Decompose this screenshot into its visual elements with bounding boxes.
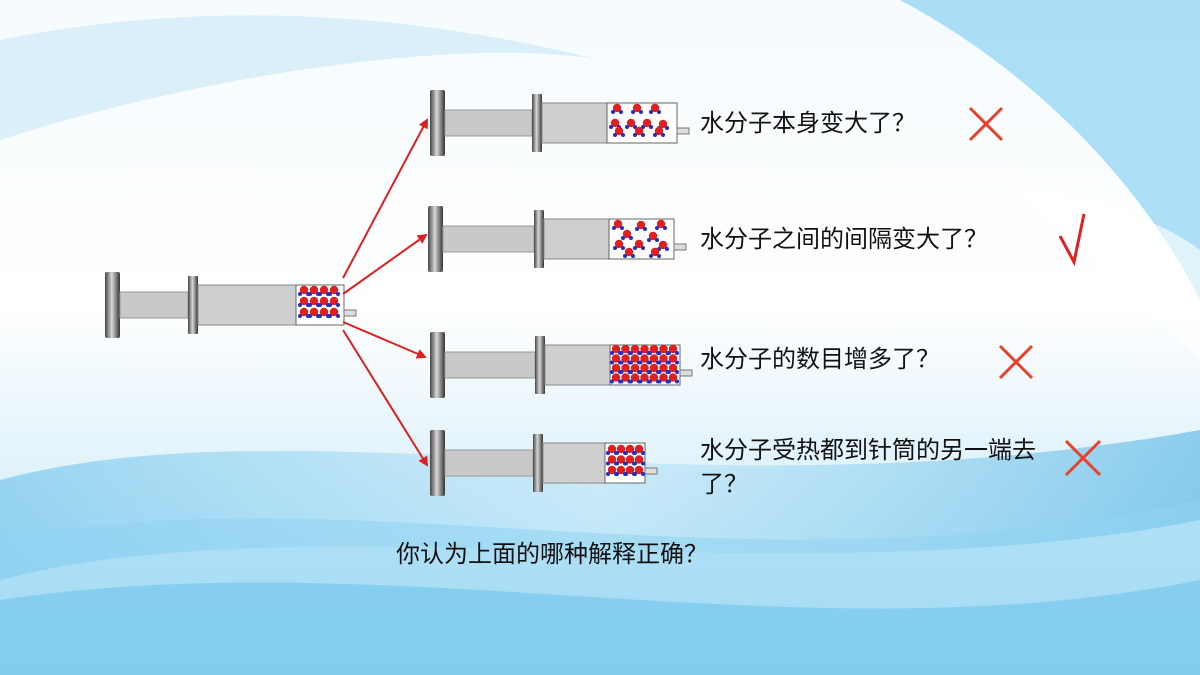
barrel [541,102,608,144]
water-molecule [667,373,679,384]
check-icon [1058,213,1086,267]
plunger-knob [428,206,443,272]
nozzle [644,467,658,475]
water-molecule [621,229,633,240]
plunger-knob [430,332,445,398]
water-molecule [633,455,645,466]
water-molecule [667,354,679,365]
plunger-rod [119,291,189,319]
plunger-rod [444,449,534,477]
syringe-bigger-molecules [430,90,690,156]
water-molecule [655,219,667,230]
water-molecule [641,118,653,129]
option-1-text: 水分子本身变大了？ [700,109,916,137]
plunger-knob [105,272,120,338]
water-molecule [308,296,320,307]
nozzle [679,369,693,377]
arrow-3 [342,321,427,359]
water-molecule [328,307,340,318]
water-molecule [649,247,661,258]
water-molecule [649,103,661,114]
piston-head [532,94,542,152]
barrel [544,344,611,386]
cross-icon [968,106,1004,142]
arrow-2 [342,233,428,295]
water-molecule [648,354,660,365]
question-text: 你认为上面的哪种解释正确？ [396,540,708,568]
water-molecule [633,465,645,476]
syringe-more-molecules [430,332,693,398]
water-molecule [633,126,645,137]
option-4-text: 水分子受热都到针筒的另一端去了？ [700,436,1036,498]
water-molecule [657,373,670,384]
nozzle [676,127,690,135]
water-molecule [657,240,669,251]
water-molecule [615,444,627,455]
water-molecule [611,103,623,114]
syringe-molecules-moved [430,430,658,496]
plunger-rod [444,109,533,137]
option-3-text: 水分子的数目增多了？ [700,345,940,373]
cross-icon [998,344,1034,380]
arrow-4 [342,329,429,467]
water-molecule [613,126,625,137]
plunger-knob [430,430,445,496]
barrel [542,442,606,484]
arrow-1 [342,118,428,279]
water-molecule [625,118,637,129]
water-molecule [633,444,645,455]
water-molecule [328,285,340,296]
piston-head [535,336,545,394]
nozzle [673,243,687,251]
plunger-rod [442,225,535,253]
water-molecule [619,354,632,365]
syringe-larger-gaps [428,206,687,272]
piston-head [188,276,198,334]
water-molecule [612,219,624,230]
water-molecule [633,239,645,250]
plunger-knob [430,90,445,156]
cross-icon [1064,439,1102,477]
water-molecule [667,344,679,355]
water-molecule [653,126,665,137]
barrel [197,284,297,326]
option-2-text: 水分子之间的间隔变大了？ [700,225,988,253]
water-molecule [647,231,659,242]
water-molecule [635,220,647,231]
piston-head [533,434,543,492]
syringe-original [105,272,357,338]
barrel [543,218,610,260]
water-molecule [629,344,641,355]
piston-head [534,210,544,268]
water-molecule [610,354,622,365]
water-molecule [629,354,641,365]
plunger-rod [444,351,536,379]
water-molecule [623,247,635,258]
water-molecule [667,363,679,374]
water-molecule [631,103,643,114]
water-molecule [328,296,340,307]
nozzle [343,309,357,317]
water-molecule [613,239,625,250]
